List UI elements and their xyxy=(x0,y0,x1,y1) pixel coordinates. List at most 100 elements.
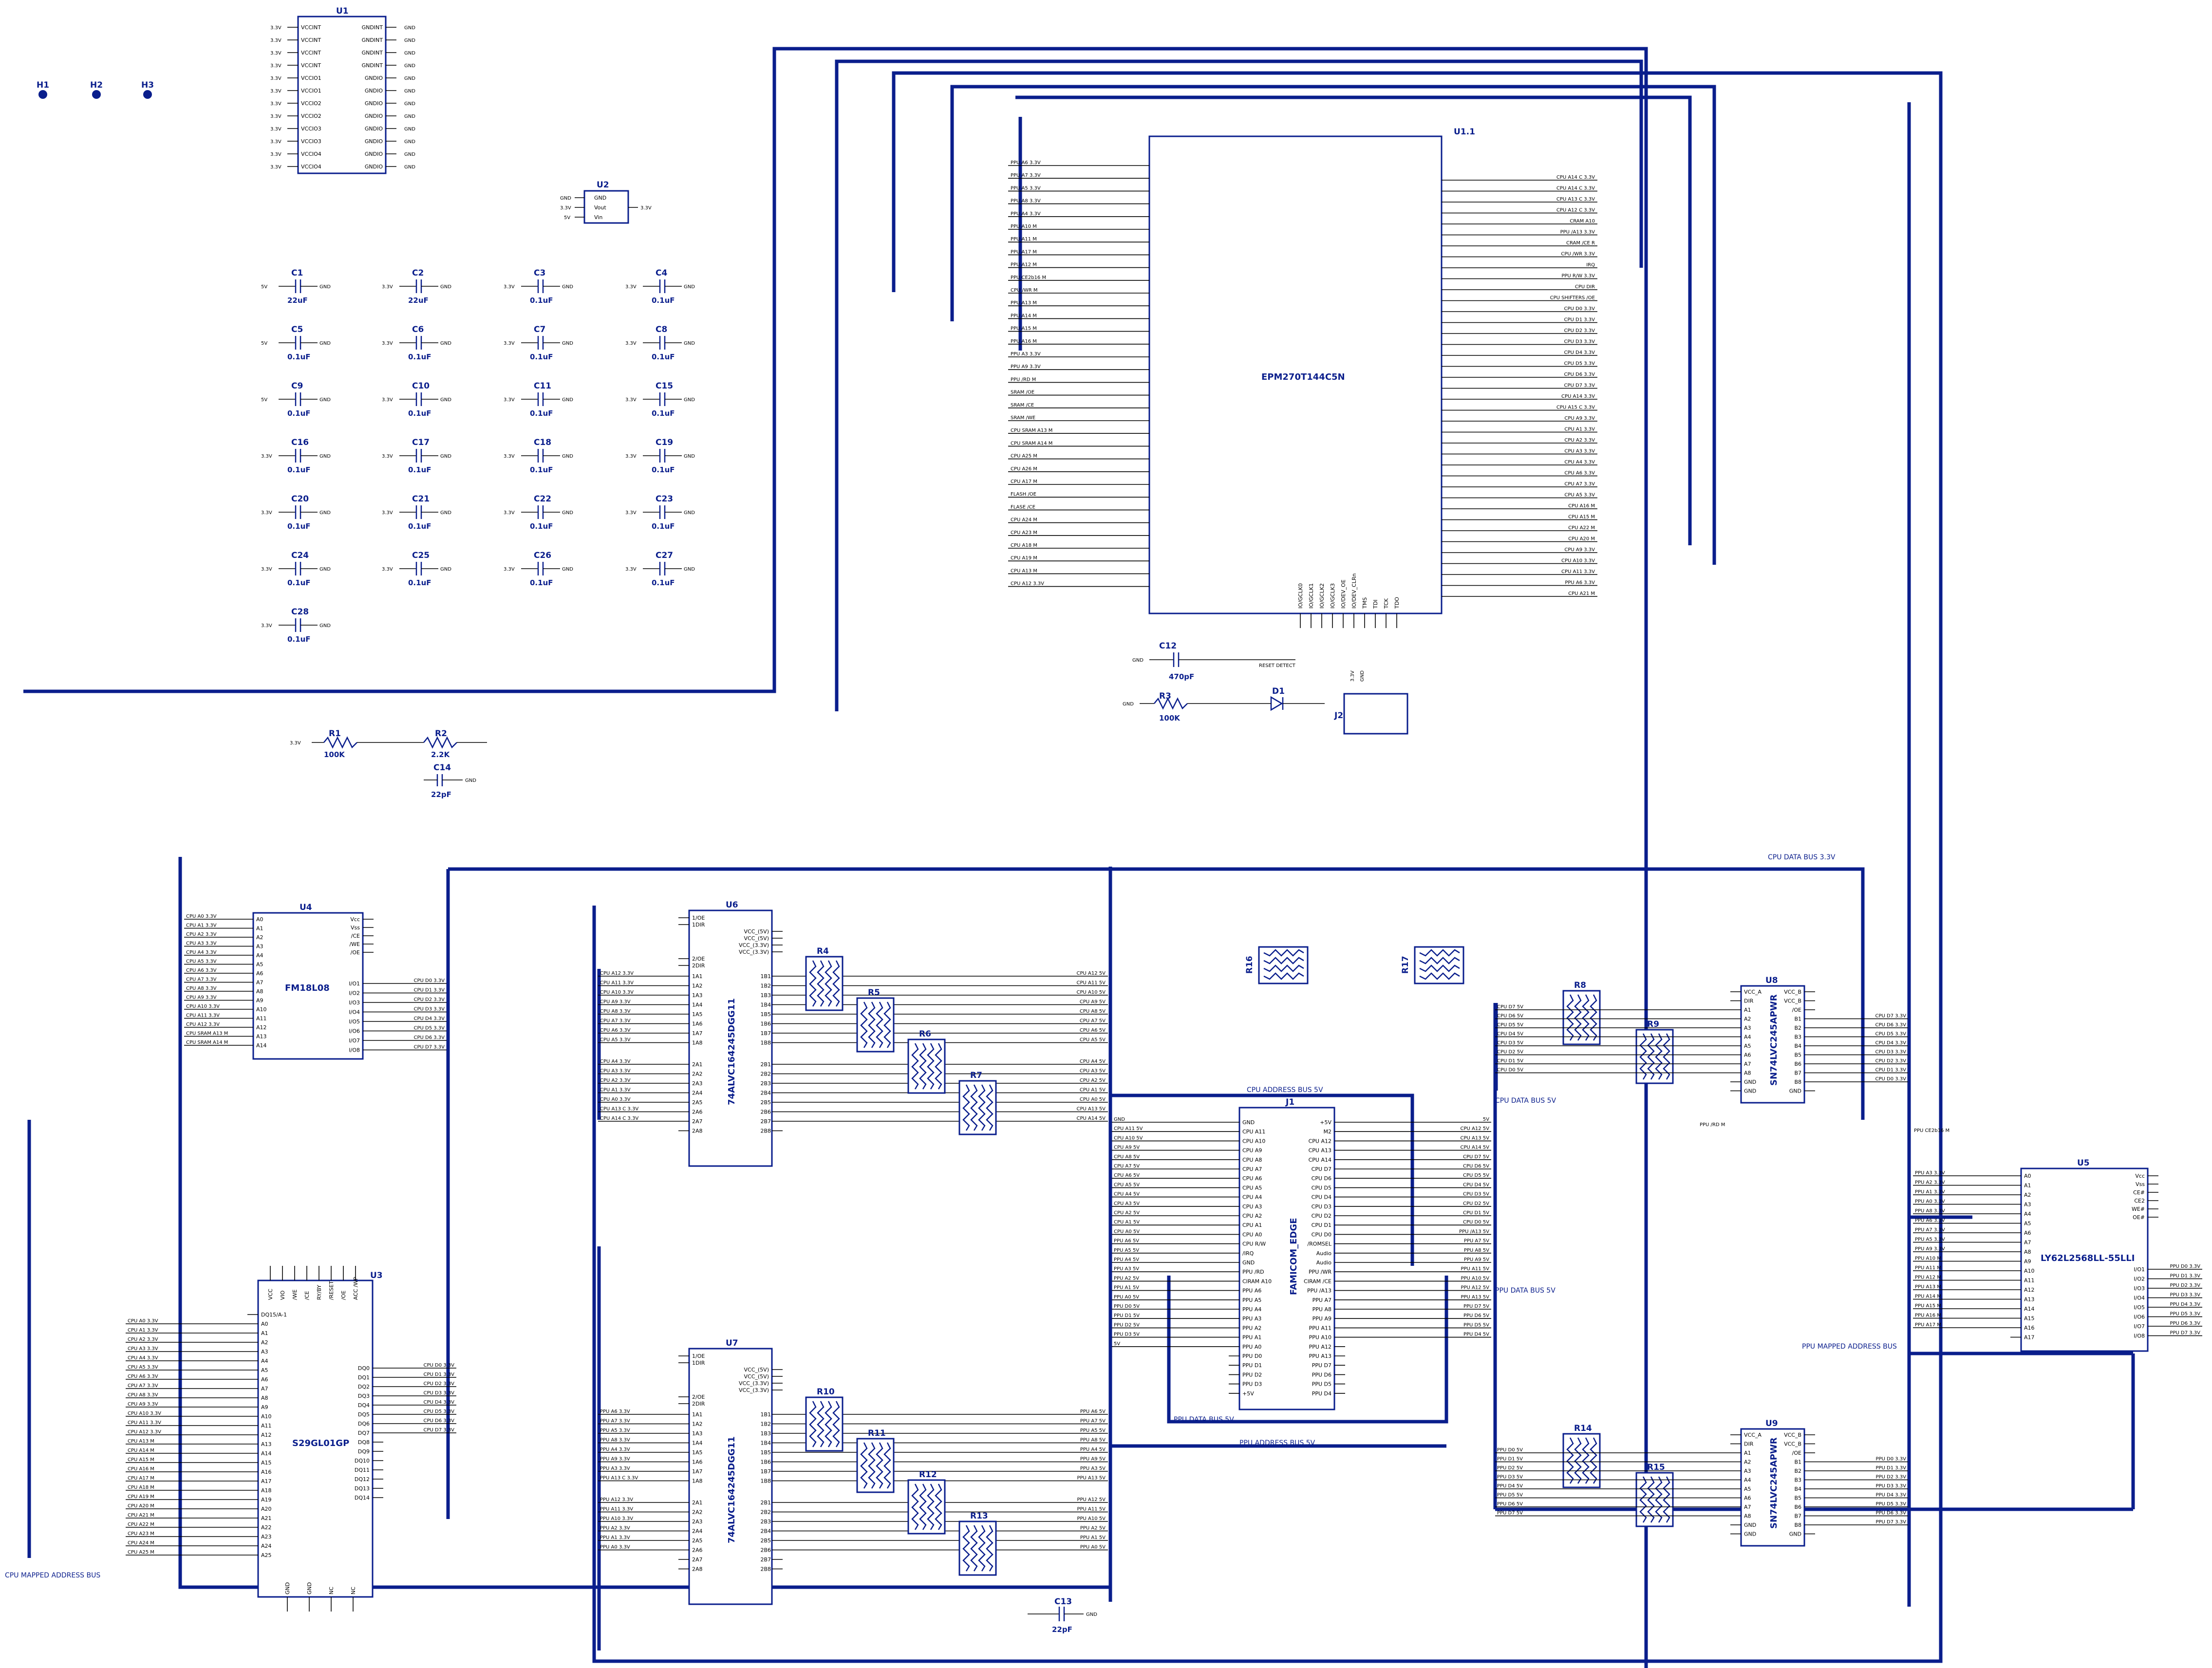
net-label: PPU D3 5V xyxy=(1114,1332,1140,1337)
net-label: PPU D5 3.3V xyxy=(1875,1501,1906,1507)
pin-label: DQ11 xyxy=(355,1467,370,1473)
net-label: PPU A7 5V xyxy=(1080,1419,1106,1424)
net-label: PPU D6 3.3V xyxy=(2170,1321,2200,1326)
pin-label: B2 xyxy=(1794,1025,1801,1031)
pin-label: 2DIR xyxy=(692,1401,705,1407)
net-label: CPU D4 3.3V xyxy=(1875,1040,1907,1046)
pin-label: I/O7 xyxy=(2134,1323,2145,1330)
pin-label: 1DIR xyxy=(692,1360,705,1366)
component-ref: R9 xyxy=(1647,1019,1659,1029)
pin-label: GND xyxy=(284,1582,291,1594)
net-label: CPU D3 3.3V xyxy=(1564,339,1595,345)
pin-label: 1B2 xyxy=(760,983,771,989)
pin-label: Vcc xyxy=(2135,1173,2145,1179)
net-label: 3.3V xyxy=(270,51,281,56)
net-label: CPU A14 3.3V xyxy=(1561,394,1595,399)
pin-label: 1B8 xyxy=(760,1040,771,1046)
net-label: 3.3V xyxy=(270,63,281,69)
reset-circuit: C12 470pF GND RESET DETECT R3 100K GND D… xyxy=(1123,641,1408,735)
pin-label: CPU R/W xyxy=(1242,1241,1266,1247)
component-ref: C18 xyxy=(534,438,551,447)
net-label: CPU D3 3.3V xyxy=(414,1007,445,1012)
net-label: PPU A12 3.3V xyxy=(600,1497,633,1502)
pin-label: GND xyxy=(594,195,606,201)
net-label: 3.3V xyxy=(625,567,637,572)
net-label: CPU A20 M xyxy=(128,1503,154,1509)
pin-label: B6 xyxy=(1794,1061,1801,1067)
net-label: CPU A11 3.3V xyxy=(186,1013,220,1019)
pin-label: Vcc xyxy=(350,916,360,923)
net-label: GND xyxy=(319,341,331,346)
pin-label: 1A1 xyxy=(692,1411,703,1418)
component-ref: U9 xyxy=(1765,1419,1778,1428)
net-label: PPU D1 3.3V xyxy=(1875,1465,1906,1471)
net-label: CPU D5 5V xyxy=(1463,1173,1489,1178)
net-label: CPU D7 3.3V xyxy=(414,1045,445,1050)
net-label: PPU /RD M xyxy=(1700,1122,1725,1128)
pin-label: B3 xyxy=(1794,1477,1801,1483)
pin-label: /OE xyxy=(351,949,360,956)
pin-label: 2A4 xyxy=(692,1090,703,1096)
pin-label: 2A6 xyxy=(692,1547,703,1554)
net-label: CPU A21 M xyxy=(1568,591,1595,596)
net-label: PPU D7 3.3V xyxy=(1875,1520,1906,1525)
net-label: GND xyxy=(684,341,695,346)
net-label: PPU D7 5V xyxy=(1463,1304,1489,1309)
component-ref: C5 xyxy=(291,325,303,334)
net-label: CPU D1 3.3V xyxy=(1564,317,1595,323)
pin-label: DQ8 xyxy=(358,1439,370,1446)
net-label: GND xyxy=(562,510,573,516)
pin-label: DQ9 xyxy=(358,1448,370,1455)
net-label: CPU A16 M xyxy=(1568,503,1595,509)
pin-label: 1A2 xyxy=(692,1421,703,1427)
net-label: CPU D5 3.3V xyxy=(1564,361,1595,367)
pin-label: A13 xyxy=(2024,1297,2035,1303)
pin-label: IO/GCLK0 xyxy=(1297,583,1304,609)
net-label: PPU A1 3.3V xyxy=(1915,1189,1945,1195)
resistor-array-r6: R6 xyxy=(907,1029,946,1094)
pin-label: A7 xyxy=(1744,1061,1751,1067)
net-label: CPU A3 3.3V xyxy=(186,941,217,946)
component-ref: U5 xyxy=(2077,1158,2090,1168)
pin-label: 2/OE xyxy=(692,956,705,962)
pin-label: VCC_B xyxy=(1784,989,1801,995)
net-label: CPU A19 M xyxy=(128,1494,154,1500)
net-label: 3.3V xyxy=(270,127,281,132)
pin-label: PPU A11 xyxy=(1309,1325,1331,1331)
pin-label: A4 xyxy=(256,952,263,959)
net-label: CPU A11 3.3V xyxy=(1561,569,1595,575)
pin-label: GNDIO xyxy=(365,113,383,119)
pin-label: /CE xyxy=(304,1291,310,1300)
net-label: RESET DETECT xyxy=(1259,663,1296,668)
net-label: 5V xyxy=(261,397,267,403)
pin-label: B5 xyxy=(1794,1052,1801,1058)
net-label: CPU A11 5V xyxy=(1114,1126,1143,1131)
net-label: PPU D5 5V xyxy=(1463,1322,1489,1328)
component-value: 0.1uF xyxy=(652,522,675,531)
net-label: CPU A14 5V xyxy=(1461,1145,1490,1150)
net-label: CPU A13 C 3.3V xyxy=(600,1107,638,1112)
pin-label: 2B6 xyxy=(760,1547,771,1554)
pin-label: GNDIO xyxy=(365,100,383,107)
net-label: CPU D0 3.3V xyxy=(1564,306,1595,312)
pin-label: A11 xyxy=(2024,1278,2035,1284)
net-label: CPU D6 5V xyxy=(1463,1164,1489,1169)
pin-label: GNDIO xyxy=(365,151,383,157)
net-label: GND xyxy=(1360,670,1365,682)
pin-label: A14 xyxy=(256,1042,267,1049)
pin-label: DQ13 xyxy=(355,1485,370,1492)
part-number: 74ALVC164245DGG11 xyxy=(727,998,737,1105)
pin-label: 2DIR xyxy=(692,963,705,969)
net-label: 5V xyxy=(1114,1341,1120,1347)
net-label: PPU A11 3.3V xyxy=(600,1507,633,1512)
pin-label: 2A5 xyxy=(692,1538,703,1544)
pin-label: 1B7 xyxy=(760,1468,771,1475)
pin-label: 2B5 xyxy=(760,1538,771,1544)
pin-label: A2 xyxy=(1744,1459,1751,1465)
pin-label: A11 xyxy=(261,1423,272,1429)
bus-label-ppu-addr-5: PPU ADDRESS BUS 5V xyxy=(1239,1439,1315,1447)
net-label: CPU A12 3.3V xyxy=(128,1429,161,1435)
net-label: CPU A10 3.3V xyxy=(1561,558,1595,564)
